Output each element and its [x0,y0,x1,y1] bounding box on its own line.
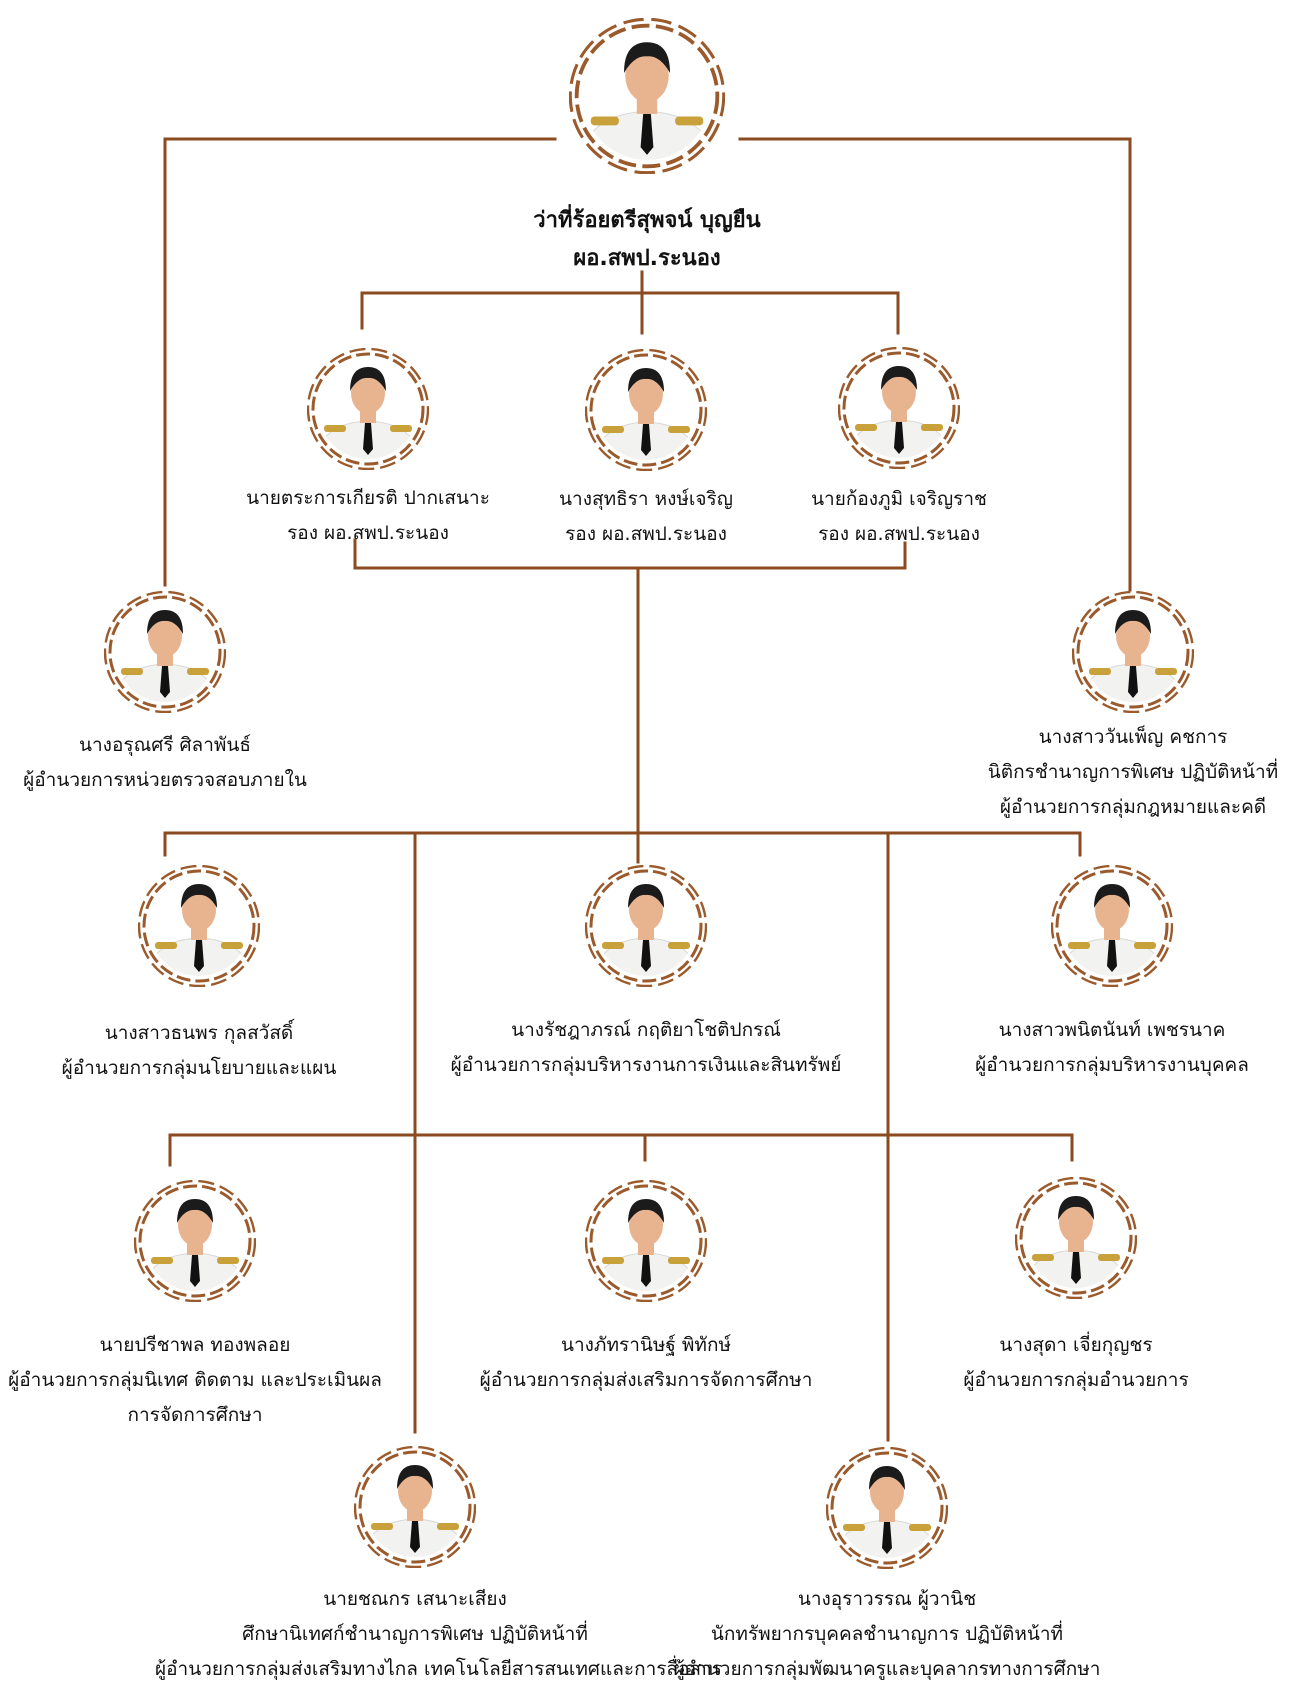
line-group-bus-1 [163,831,1082,1442]
portrait-graphic [585,865,707,987]
director-title: ผอ.สพป.ระนอง [573,246,721,271]
line-group-bus-2 [168,1133,1074,1167]
deputy-photo-2 [585,349,707,471]
audit-photo [104,591,226,713]
portrait-graphic [138,865,260,987]
group-name-3: นางสาวพนิตนันท์ เพชรนาค [998,1019,1226,1041]
audit-name: นางอรุณศรี ศิลาพันธ์ [79,734,251,756]
portrait-graphic [134,1180,256,1302]
group-photo-8 [826,1447,948,1569]
portrait-graphic [1015,1177,1137,1299]
portrait-graphic [104,591,226,713]
director-label: ว่าที่ร้อยตรีสุพจน์ บุญยืน ผอ.สพป.ระนอง [387,202,907,278]
group-title-7: ศึกษานิเทศก์ชำนาญการพิเศษ ปฏิบัติหน้าที่ [242,1623,588,1645]
group-name-7: นายชณกร เสนาะเสียง [323,1588,507,1610]
group-name-5: นางภัทรานิษฐ์ พิทักษ์ [561,1334,731,1356]
deputy-name-3: นายก้องภูมิ เจริญราช [811,488,987,510]
portrait-graphic [307,348,429,470]
group-title-1: ผู้อำนวยการกลุ่มนโยบายและแผน [61,1057,337,1079]
line-director-to-sides [163,137,1132,592]
deputy-photo-3 [838,347,960,469]
portrait-graphic [1072,591,1194,713]
deputy-name-2: นางสุทธิรา หงษ์เจริญ [559,488,733,510]
legal-name: นางสาววันเพ็ญ คชการ [1038,726,1228,748]
group-title-4: ผู้อำนวยการกลุ่มนิเทศ ติดตาม และประเมินผ… [8,1369,382,1391]
group-photo-3 [1051,865,1173,987]
group-title-3: ผู้อำนวยการกลุ่มบริหารงานบุคคล [975,1054,1249,1076]
portrait-graphic [838,347,960,469]
audit-title: ผู้อำนวยการหน่วยตรวจสอบภายใน [23,769,307,791]
group-photo-2 [585,865,707,987]
group-name-4: นายปรีชาพล ทองพลอย [99,1334,291,1356]
deputy-photo-1 [307,348,429,470]
group-title-6: ผู้อำนวยการกลุ่มอำนวยการ [963,1369,1189,1391]
group-title-4b: การจัดการศึกษา [127,1404,263,1426]
portrait-graphic [585,349,707,471]
group-title-8: นักทรัพยากรบุคคลชำนาญการ ปฏิบัติหน้าที่ [710,1623,1064,1645]
line-deputies-to-groups [353,538,907,835]
group-title-8b: ผู้อำนวยการกลุ่มพัฒนาครูและบุคลากรทางการ… [673,1658,1101,1680]
group-title-2: ผู้อำนวยการกลุ่มบริหารงานการเงินและสินทร… [450,1054,842,1076]
line-director-to-deputies [360,270,900,335]
group-name-2: นางรัชฎาภรณ์ กฤติยาโชติปกรณ์ [511,1019,781,1041]
legal-title: นิติกรชำนาญการพิเศษ ปฏิบัติหน้าที่ [987,761,1279,783]
group-name-6: นางสุดา เจี่ยกุญชร [999,1334,1153,1356]
director-name: ว่าที่ร้อยตรีสุพจน์ บุญยืน [533,208,761,233]
deputy-title-2: รอง ผอ.สพป.ระนอง [565,523,727,545]
portrait-graphic [569,18,725,174]
group-name-8: นางอุราวรรณ ผู้วานิช [797,1588,977,1610]
legal-title-2: ผู้อำนวยการกลุ่มกฎหมายและคดี [999,796,1267,818]
deputy-title-3: รอง ผอ.สพป.ระนอง [818,523,980,545]
group-photo-4 [134,1180,256,1302]
group-name-1: นางสาวธนพร กุลสวัสดิ์ [104,1022,294,1044]
portrait-graphic [1051,865,1173,987]
group-photo-1 [138,865,260,987]
portrait-graphic [354,1446,476,1568]
deputy-name-1: นายตระการเกียรติ ปากเสนาะ [246,487,490,509]
director-photo [569,18,725,174]
legal-photo [1072,591,1194,713]
group-title-5: ผู้อำนวยการกลุ่มส่งเสริมการจัดการศึกษา [479,1369,813,1391]
group-photo-5 [585,1180,707,1302]
group-photo-7 [354,1446,476,1568]
group-photo-6 [1015,1177,1137,1299]
portrait-graphic [585,1180,707,1302]
deputy-title-1: รอง ผอ.สพป.ระนอง [287,522,449,544]
portrait-graphic [826,1447,948,1569]
group-title-7b: ผู้อำนวยการกลุ่มส่งเสริมทางไกล เทคโนโลยี… [155,1658,722,1680]
